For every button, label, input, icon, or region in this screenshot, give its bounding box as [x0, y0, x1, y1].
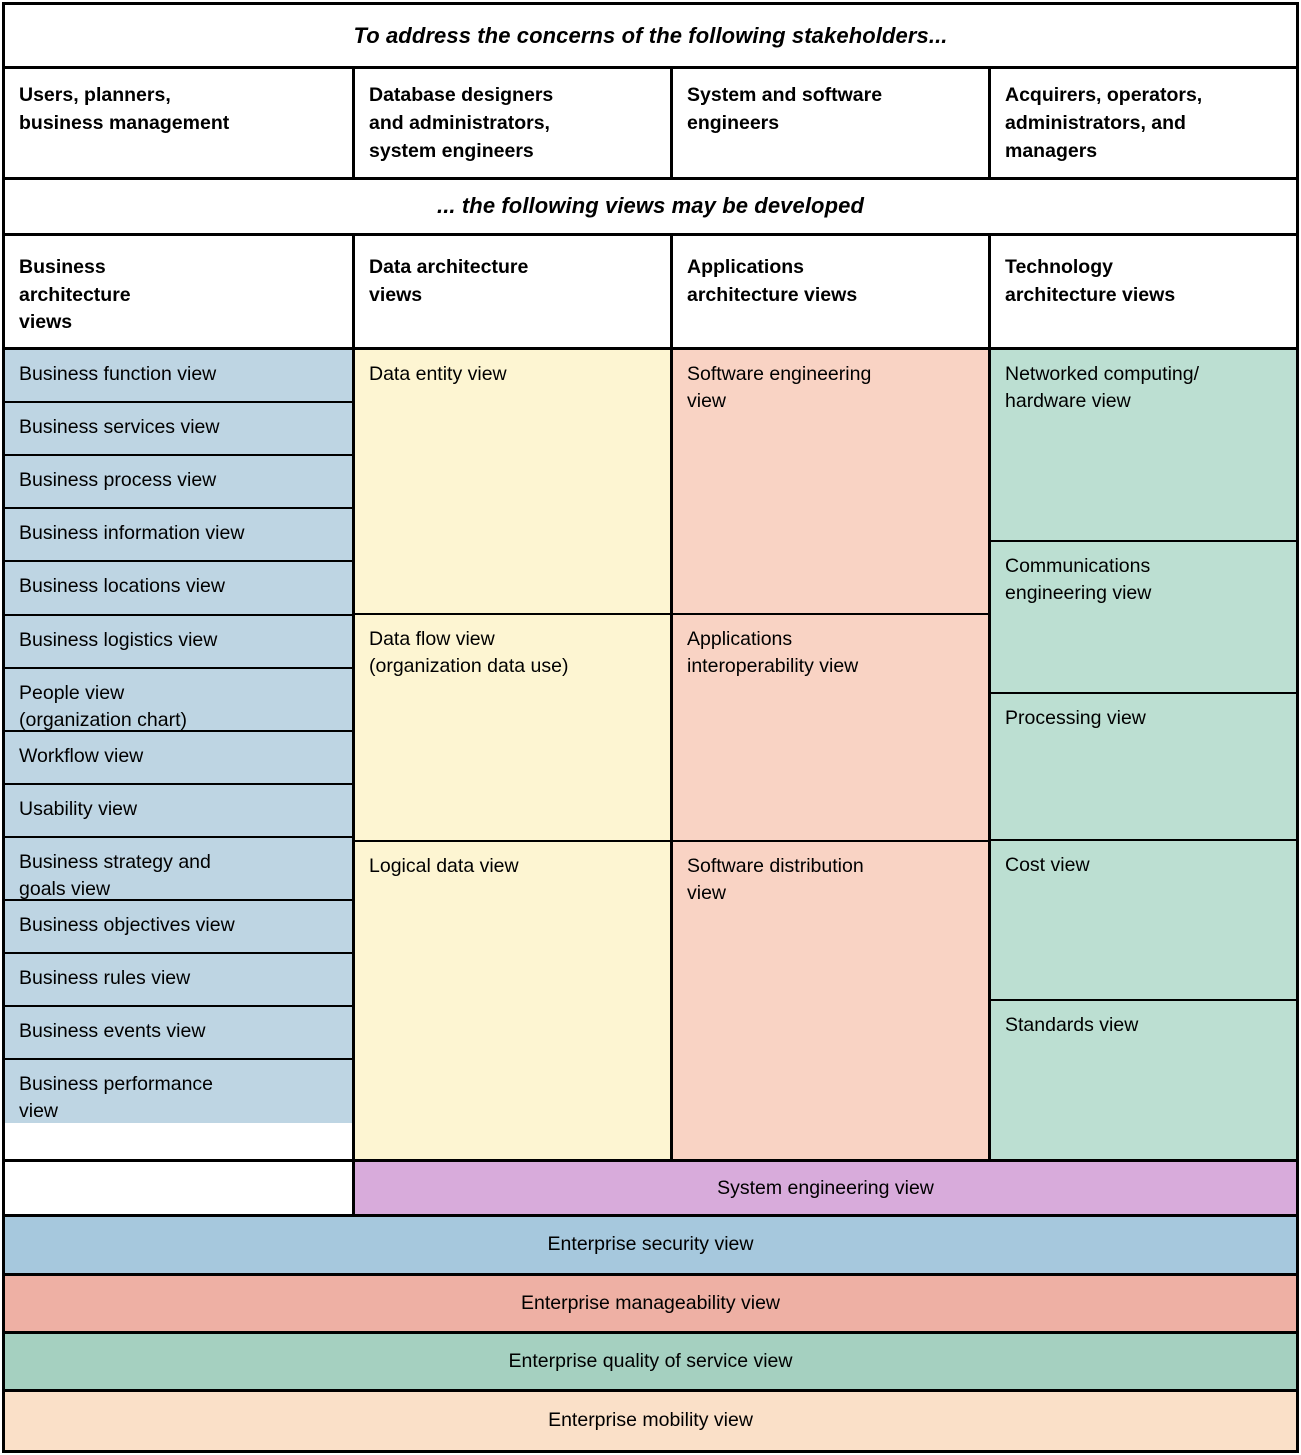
technology-architecture-column: Networked computing/hardware view Commun… — [991, 350, 1296, 1160]
stakeholder-cell-acquirers-operators: Acquirers, operators,administrators, and… — [1005, 84, 1203, 162]
views-banner: ... the following views may be developed — [5, 179, 1296, 236]
view-band-enterprise-security[interactable]: Enterprise security view — [5, 1217, 1296, 1276]
views-grid: Business function view Business services… — [5, 350, 1296, 1163]
view-cell-system-engineering[interactable]: System engineering view — [355, 1162, 1296, 1215]
view-cell-business-function[interactable]: Business function view — [5, 350, 352, 404]
stakeholder-cell-users-planners: Users, planners,business management — [5, 69, 355, 177]
business-architecture-column: Business function view Business services… — [5, 350, 355, 1160]
view-band-enterprise-manageability[interactable]: Enterprise manageability view — [5, 1275, 1296, 1334]
view-cell-business-objectives[interactable]: Business objectives view — [5, 901, 352, 955]
stakeholders-banner-text: To address the concerns of the following… — [353, 22, 948, 48]
view-band-enterprise-mobility[interactable]: Enterprise mobility view — [5, 1391, 1296, 1451]
view-cell-standards[interactable]: Standards view — [991, 1001, 1296, 1160]
view-cell-cost[interactable]: Cost view — [991, 841, 1296, 1002]
view-cell-business-events[interactable]: Business events view — [5, 1007, 352, 1061]
view-cell-usability[interactable]: Usability view — [5, 785, 352, 839]
data-architecture-column: Data entity view Data flow view(organiza… — [355, 350, 673, 1160]
view-band-enterprise-quality-of-service[interactable]: Enterprise quality of service view — [5, 1333, 1296, 1392]
view-cell-data-flow[interactable]: Data flow view(organization data use) — [355, 615, 670, 843]
stakeholders-banner: To address the concerns of the following… — [5, 5, 1296, 70]
view-cell-logical-data[interactable]: Logical data view — [355, 842, 670, 1160]
view-cell-business-process[interactable]: Business process view — [5, 456, 352, 510]
view-cell-data-entity[interactable]: Data entity view — [355, 350, 670, 616]
view-cell-business-information[interactable]: Business information view — [5, 509, 352, 563]
view-cell-business-rules[interactable]: Business rules view — [5, 954, 352, 1008]
view-cell-people[interactable]: People view(organization chart) — [5, 669, 352, 733]
view-cell-networked-computing-hardware[interactable]: Networked computing/hardware view — [991, 350, 1296, 542]
views-banner-text: ... the following views may be developed — [437, 193, 864, 219]
view-cell-business-locations[interactable]: Business locations view — [5, 562, 352, 617]
view-cell-workflow[interactable]: Workflow view — [5, 732, 352, 786]
view-cell-business-logistics[interactable]: Business logistics view — [5, 616, 352, 670]
system-engineering-blank-cell — [5, 1162, 355, 1215]
system-engineering-row: System engineering view — [5, 1162, 1296, 1218]
stakeholders-row: Users, planners,business management Data… — [5, 69, 1296, 180]
view-cell-processing[interactable]: Processing view — [991, 693, 1296, 842]
view-cell-business-services[interactable]: Business services view — [5, 403, 352, 457]
